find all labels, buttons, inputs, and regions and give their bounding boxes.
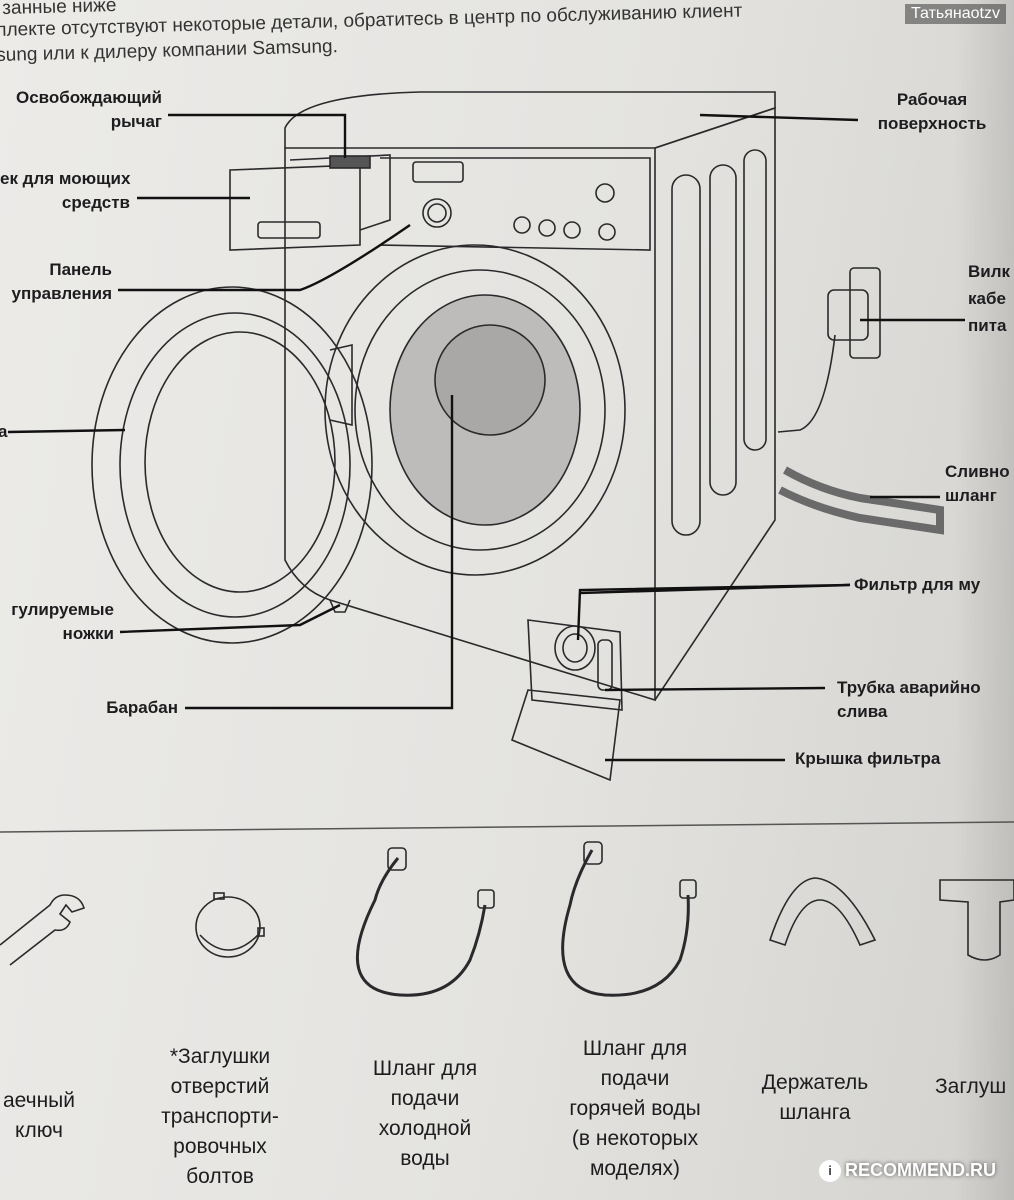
callout-worktop-line1: Рабочая	[896, 90, 968, 109]
callout-emergency-tube-line1: Трубка аварийно	[837, 678, 981, 697]
callout-power-plug-line2: кабе	[968, 289, 1006, 308]
callout-filter-cover: Крышка фильтра	[795, 749, 941, 768]
accessory-wrench-line2: ключ	[15, 1119, 63, 1142]
accessory-cold-hose-line4: воды	[400, 1147, 450, 1170]
callout-feet-line1: гулируемые	[11, 600, 114, 619]
bolt-cap-icon	[195, 892, 265, 958]
callout-feet: гулируемые ножки	[0, 598, 114, 646]
callout-detergent-drawer-line1: ек для моющих	[0, 169, 131, 188]
callout-release-lever-line2: рычаг	[110, 112, 162, 131]
callout-worktop-line2: поверхность	[877, 114, 987, 133]
callout-emergency-tube-line2: слива	[837, 702, 888, 721]
callout-release-lever: Освобождающий рычаг	[4, 86, 162, 134]
accessory-bolt-caps-line5: болтов	[186, 1165, 254, 1188]
accessory-wrench-label: аечный ключ	[0, 1086, 82, 1146]
accessory-hot-hose-line1: Шланг для	[582, 1037, 688, 1060]
plug-icon	[939, 879, 1014, 961]
callout-power-plug-line1: Вилк	[968, 262, 1011, 281]
accessory-hot-hose-line3: горячей воды	[569, 1097, 701, 1120]
callout-control-panel: Панель управления	[0, 258, 112, 306]
callout-control-panel-line1: Панель	[49, 260, 112, 279]
recommend-logo-icon: i	[819, 1160, 841, 1182]
callout-drain-hose: Сливно шланг	[945, 460, 1010, 508]
callout-release-lever-line1: Освобождающий	[15, 88, 162, 107]
hose-holder-icon	[768, 877, 877, 947]
callout-detergent-drawer: ек для моющих средств	[0, 167, 130, 215]
callout-door: а	[0, 422, 8, 441]
callout-drain-hose-line2: шланг	[945, 486, 997, 505]
accessory-hose-holder-label: Держатель шланга	[750, 1068, 880, 1128]
accessory-hot-hose-label: Шланг для подачи горячей воды (в некотор…	[545, 1034, 725, 1184]
accessory-cold-hose-label: Шланг для подачи холодной воды	[350, 1054, 500, 1174]
callout-emergency-tube: Трубка аварийно слива	[837, 676, 981, 724]
accessory-cold-hose-line1: Шланг для	[372, 1057, 478, 1080]
callout-filter: Фильтр для му	[854, 575, 981, 594]
accessory-cold-hose-line3: холодной	[378, 1117, 472, 1140]
callout-drain-hose-line1: Сливно	[945, 462, 1010, 481]
brand-text: RECOMMEND.RU	[845, 1159, 996, 1180]
callout-detergent-drawer-line2: средств	[61, 193, 130, 212]
accessory-hose-holder-line1: Держатель	[761, 1071, 869, 1094]
callout-control-panel-line2: управления	[11, 284, 112, 303]
watermark-author: Татьянаotzv	[904, 4, 1006, 24]
accessory-bolt-caps-line2: отверстий	[170, 1075, 270, 1098]
accessory-hot-hose-line4: (в некоторых	[571, 1127, 699, 1150]
callout-power-plug: Вилк кабе пита	[968, 258, 1010, 339]
hot-hose-icon	[561, 841, 697, 997]
accessory-cold-hose-line2: подачи	[390, 1087, 460, 1110]
cold-hose-icon	[355, 847, 495, 997]
callout-worktop: Рабочая поверхность	[862, 88, 1002, 136]
accessory-bolt-caps-label: *Заглушки отверстий транспорти- ровочных…	[140, 1042, 300, 1192]
accessory-plug-label: Заглуш	[935, 1072, 1014, 1102]
accessory-bolt-caps-line3: транспорти-	[161, 1105, 279, 1128]
accessory-hot-hose-line5: моделях)	[589, 1157, 680, 1180]
callout-power-plug-line3: пита	[968, 316, 1007, 335]
accessory-wrench-line1: аечный	[2, 1089, 76, 1112]
accessory-bolt-caps-line4: ровочных	[173, 1135, 267, 1158]
callout-feet-line2: ножки	[62, 624, 114, 643]
callout-drum: Барабан	[106, 698, 178, 717]
wrench-icon	[0, 894, 85, 966]
accessory-bolt-caps-line1: *Заглушки	[169, 1045, 271, 1068]
accessory-hot-hose-line2: подачи	[600, 1067, 670, 1090]
accessory-plug-line1: Заглуш	[935, 1075, 1007, 1098]
accessory-hose-holder-line2: шланга	[779, 1101, 851, 1124]
